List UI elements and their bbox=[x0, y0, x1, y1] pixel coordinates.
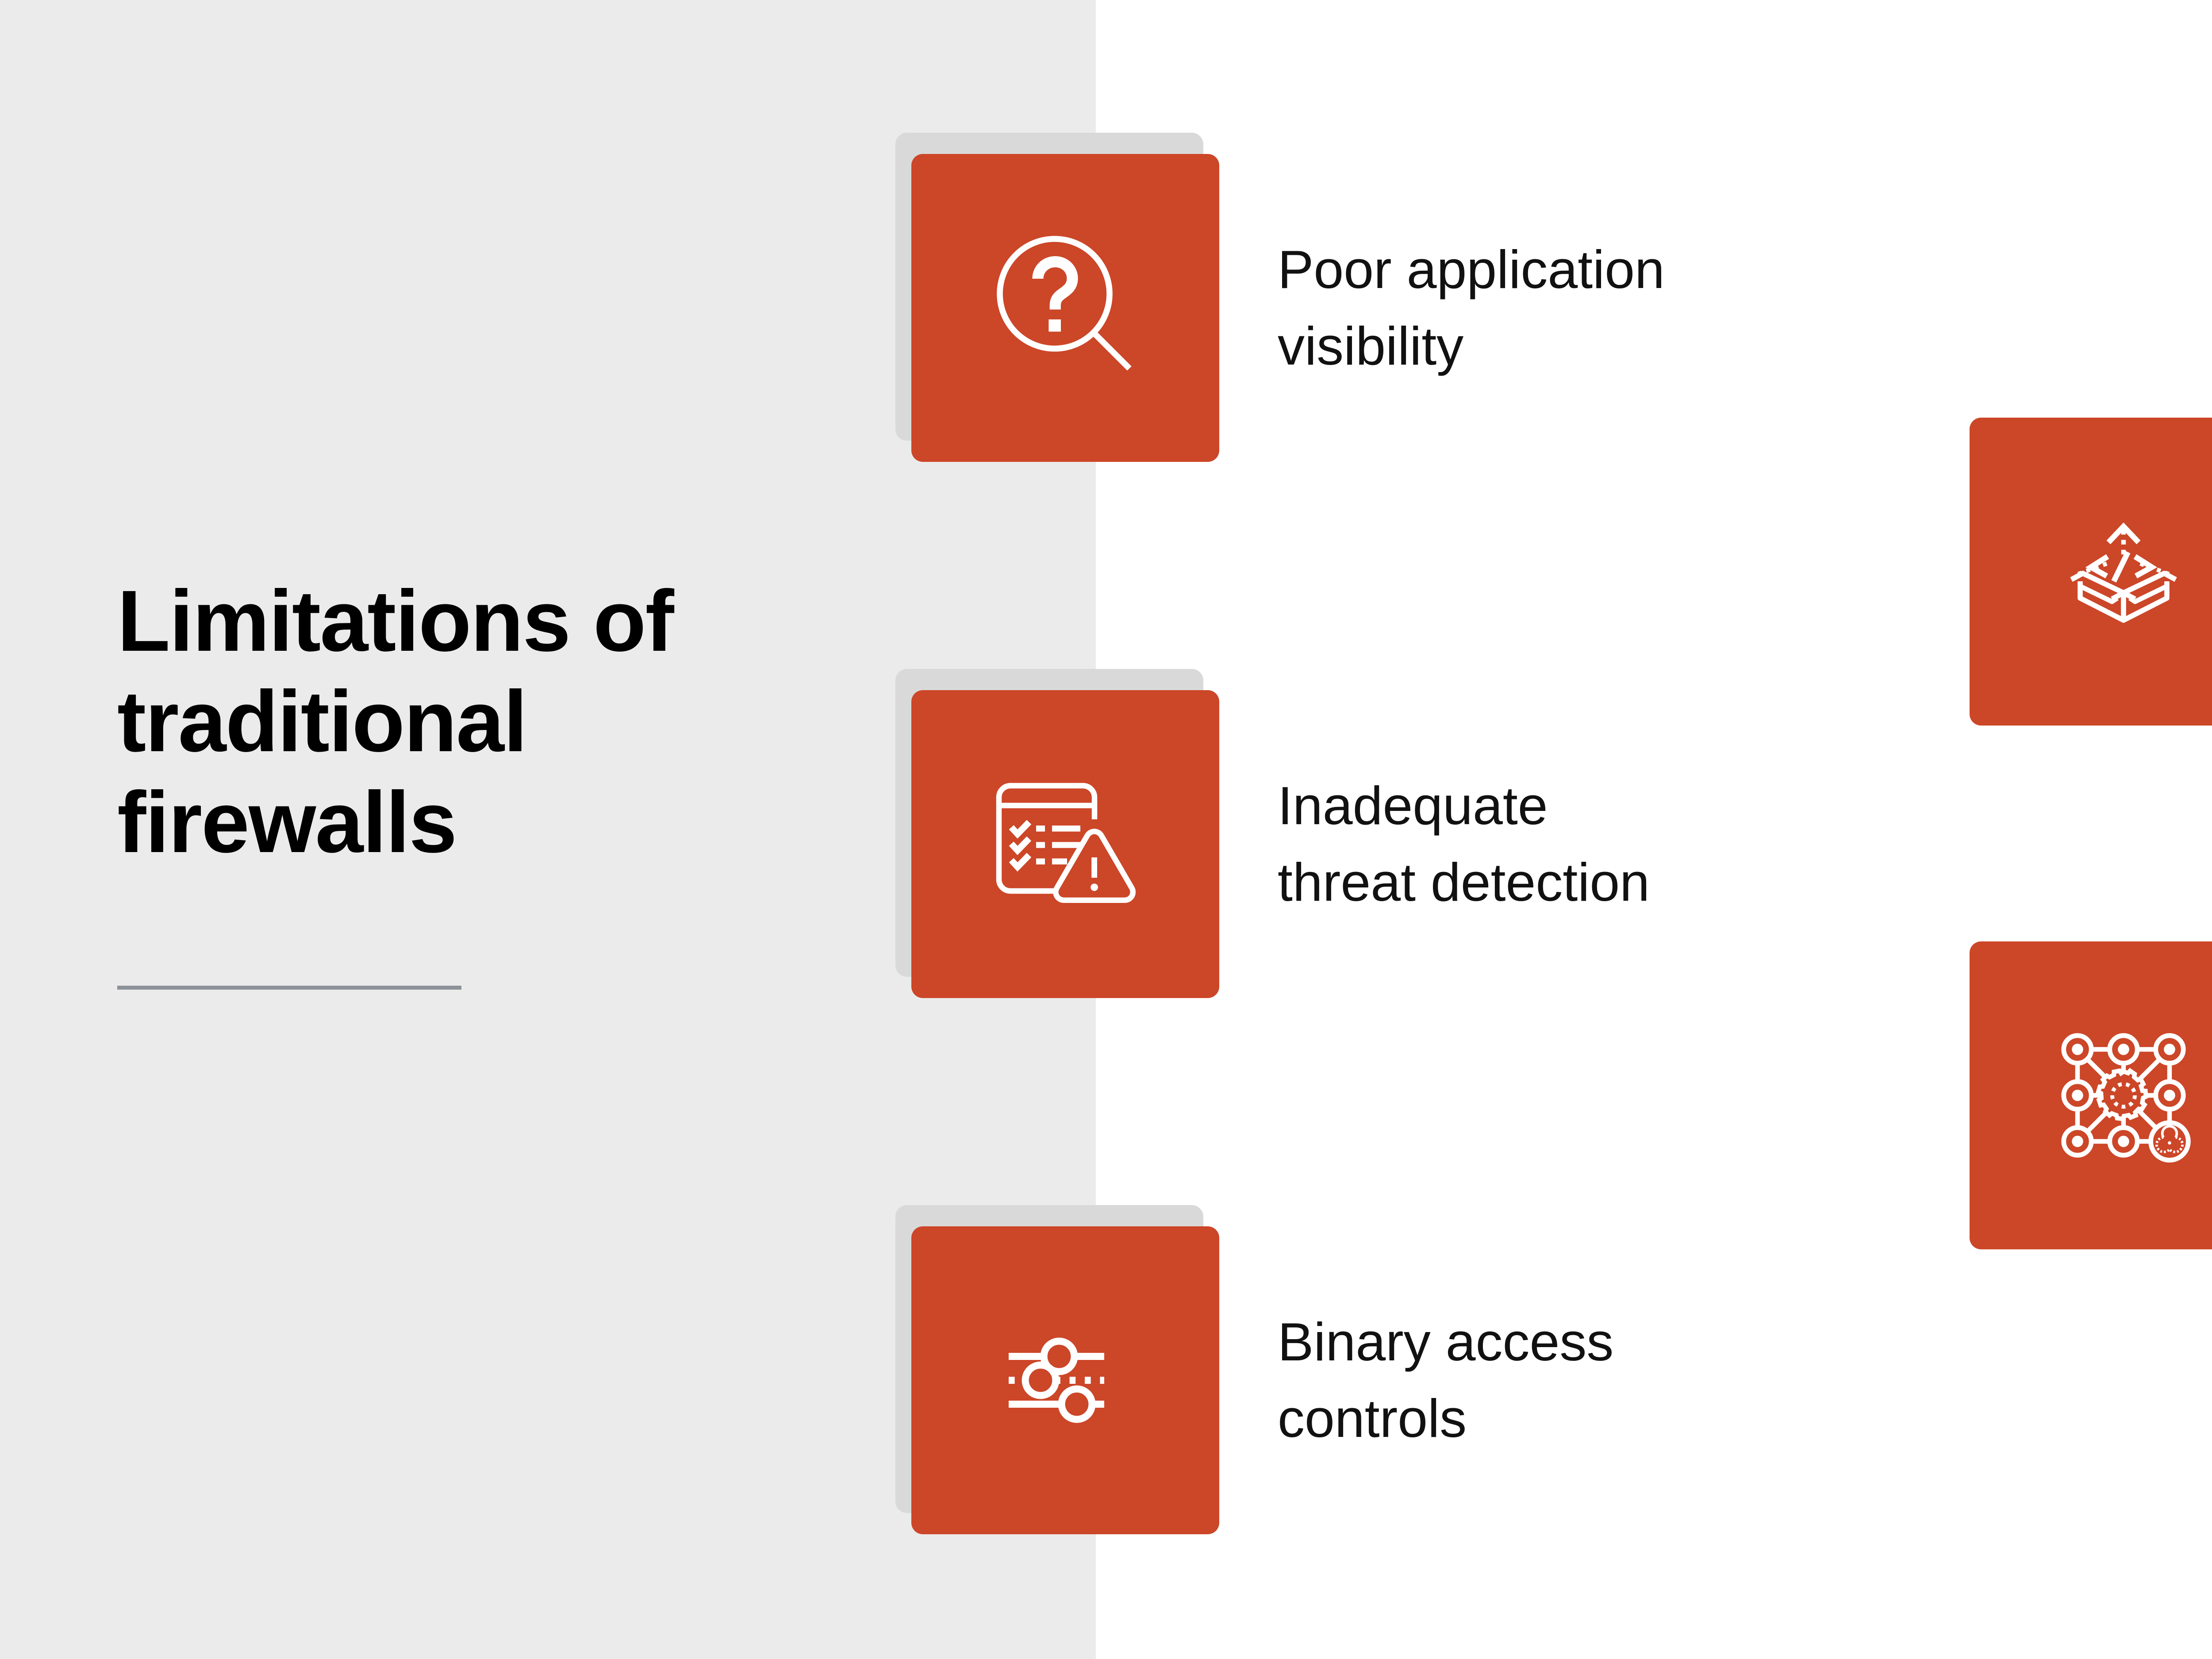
open-box-code-icon bbox=[2070, 522, 2177, 623]
list-item-poor-application-visibility[interactable]: Poor application visibility bbox=[895, 133, 1665, 462]
list-item-label: Inadequate threat detection bbox=[1278, 775, 1650, 912]
list-item-label: Poor application visibility bbox=[1278, 239, 1665, 376]
icon-tile bbox=[911, 690, 1219, 998]
headline-line-2: traditional bbox=[117, 673, 527, 770]
icon-tile bbox=[1970, 941, 2212, 1249]
list-item-operational-complexity[interactable]: Operational complexity bbox=[1970, 941, 2212, 1249]
sliders-icon bbox=[1009, 1337, 1104, 1423]
icon-tile-wrapper bbox=[1970, 941, 2212, 1249]
icon-tile bbox=[911, 154, 1219, 462]
list-item-dependency-on-add-ons[interactable]: Dependency on add-ons bbox=[1970, 418, 2212, 726]
icon-tile-wrapper bbox=[1970, 418, 2212, 726]
icon-tile bbox=[1970, 418, 2212, 726]
checklist-warning-icon bbox=[996, 783, 1136, 903]
list-item-label: Binary access controls bbox=[1278, 1311, 1614, 1448]
icon-tile-wrapper bbox=[895, 669, 1219, 998]
list-item-inadequate-threat-detection[interactable]: Inadequate threat detection bbox=[895, 669, 1650, 998]
icon-tile-wrapper bbox=[895, 133, 1219, 462]
headline-divider-rule bbox=[117, 986, 461, 990]
magnifier-question-icon bbox=[997, 236, 1132, 371]
icon-tile bbox=[911, 1226, 1219, 1534]
network-mesh-biohazard-icon bbox=[2061, 1033, 2191, 1163]
icon-tile-wrapper bbox=[895, 1205, 1219, 1534]
headline-block: Limitations of traditional firewalls bbox=[117, 571, 869, 872]
list-item-binary-access-controls[interactable]: Binary access controls bbox=[895, 1205, 1614, 1534]
headline-line-3: firewalls bbox=[117, 773, 457, 871]
headline-line-1: Limitations of bbox=[117, 572, 674, 669]
